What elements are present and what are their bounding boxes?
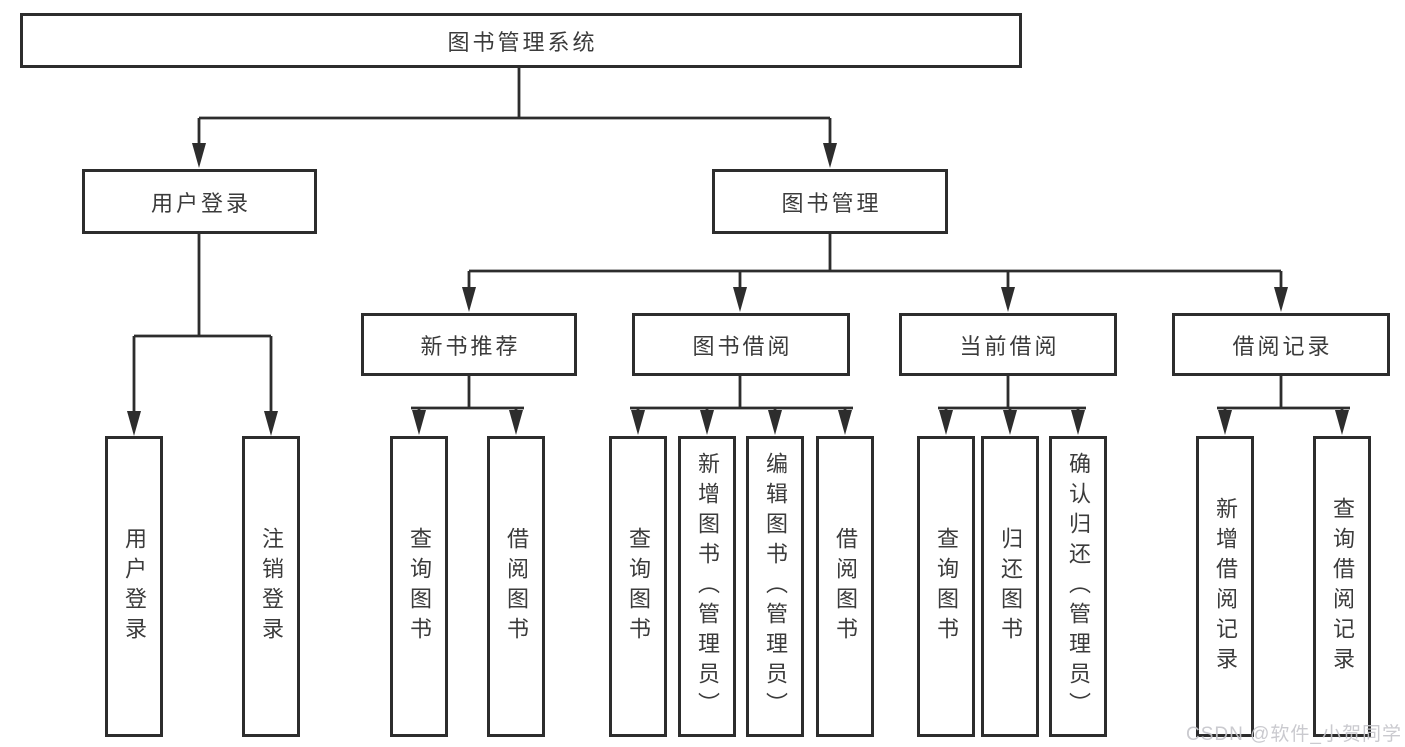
- arrowhead: [1001, 287, 1015, 312]
- node-label: 图书管理: [781, 190, 882, 216]
- leaf-label: 查询图书: [934, 526, 959, 647]
- arrowhead: [631, 410, 645, 435]
- node-library-management-system: 图书管理系统: [20, 13, 1022, 68]
- leaf-label: 用户登录: [122, 526, 147, 647]
- leaf-edit-book-admin: 编辑图书（管理员）: [746, 436, 804, 737]
- csdn-watermark: CSDN @软件_小贺同学: [1186, 724, 1402, 745]
- leaf-confirm-return-admin: 确认归还（管理员）: [1049, 436, 1107, 737]
- node-label: 借阅记录: [1232, 333, 1333, 359]
- arrowhead: [1218, 410, 1232, 435]
- arrowhead: [264, 411, 278, 436]
- arrowhead: [127, 411, 141, 436]
- leaf-label: 编辑图书（管理员）: [763, 451, 788, 722]
- arrowhead: [939, 410, 953, 435]
- leaf-add-borrow-record: 新增借阅记录: [1196, 436, 1254, 737]
- leaf-label: 借阅图书: [504, 526, 529, 647]
- arrowhead: [412, 410, 426, 435]
- arrowhead: [768, 410, 782, 435]
- leaf-label: 新增借阅记录: [1213, 496, 1238, 677]
- leaf-search-books: 查询图书: [609, 436, 667, 737]
- leaf-add-book-admin: 新增图书（管理员）: [678, 436, 736, 737]
- leaf-label: 查询图书: [407, 526, 432, 647]
- arrowhead: [1335, 410, 1349, 435]
- leaf-label: 归还图书: [998, 526, 1023, 647]
- leaf-label: 新增图书（管理员）: [695, 451, 720, 722]
- leaf-user-login: 用户登录: [105, 436, 163, 737]
- leaf-label: 查询借阅记录: [1330, 496, 1355, 677]
- leaf-label: 借阅图书: [833, 526, 858, 647]
- arrowhead: [509, 410, 523, 435]
- node-borrowing-records: 借阅记录: [1172, 313, 1390, 376]
- arrowhead: [1274, 287, 1288, 312]
- leaf-borrow-books: 借阅图书: [816, 436, 874, 737]
- node-label: 新书推荐: [420, 333, 521, 359]
- node-new-book-recommendation: 新书推荐: [361, 313, 577, 376]
- leaf-label: 查询图书: [626, 526, 651, 647]
- node-label: 当前借阅: [959, 333, 1060, 359]
- node-label: 用户登录: [150, 190, 251, 216]
- leaf-search-books: 查询图书: [917, 436, 975, 737]
- arrowhead: [192, 143, 206, 168]
- arrowhead: [1003, 410, 1017, 435]
- node-user-login: 用户登录: [82, 169, 317, 234]
- arrowhead: [733, 287, 747, 312]
- arrowhead: [462, 287, 476, 312]
- leaf-return-books: 归还图书: [981, 436, 1039, 737]
- leaf-borrow-books: 借阅图书: [487, 436, 545, 737]
- node-book-borrowing: 图书借阅: [632, 313, 850, 376]
- leaf-search-books: 查询图书: [390, 436, 448, 737]
- arrowhead: [1071, 410, 1085, 435]
- arrowhead: [700, 410, 714, 435]
- node-label: 图书管理系统: [447, 29, 598, 55]
- node-current-borrowing: 当前借阅: [899, 313, 1117, 376]
- leaf-logout: 注销登录: [242, 436, 300, 737]
- leaf-label: 确认归还（管理员）: [1066, 451, 1091, 722]
- leaf-search-borrow-record: 查询借阅记录: [1313, 436, 1371, 737]
- arrowhead: [838, 410, 852, 435]
- node-book-management: 图书管理: [712, 169, 948, 234]
- node-label: 图书借阅: [692, 333, 793, 359]
- leaf-label: 注销登录: [259, 526, 284, 647]
- arrowhead: [823, 143, 837, 168]
